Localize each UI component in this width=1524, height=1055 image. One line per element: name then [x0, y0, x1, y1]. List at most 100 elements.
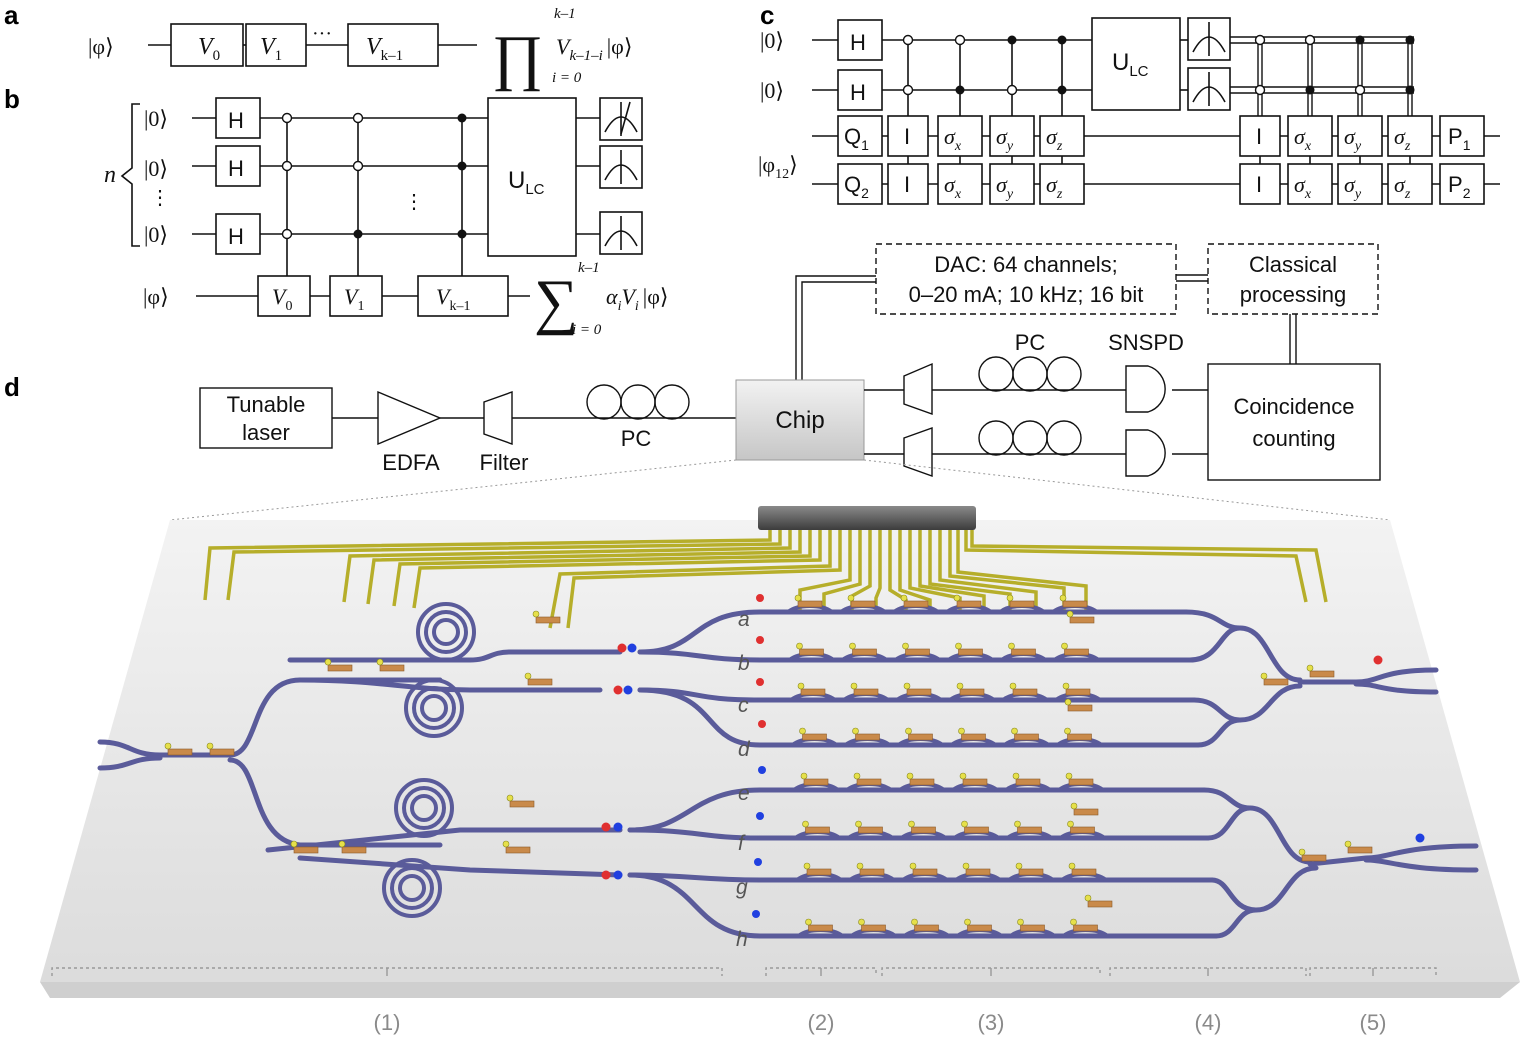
panel-label-c: c: [760, 0, 774, 30]
snspd-label: SNSPD: [1108, 330, 1184, 355]
panel-b-measurement-1: [599, 145, 643, 189]
heater-pad: [206, 742, 214, 750]
heater-pad: [1067, 820, 1074, 828]
heater-element: [1062, 600, 1088, 608]
heater-pad: [1306, 664, 1314, 672]
heater-element: [293, 846, 319, 854]
panel-b-measurement-2: [599, 211, 643, 255]
heater-element: [1014, 733, 1039, 741]
heater-pad: [964, 918, 971, 926]
heater-pad: [1064, 698, 1072, 706]
heater-pad: [900, 594, 908, 602]
spiral-delay-lines: [382, 602, 476, 918]
panel-b-h-label-0: H: [228, 108, 244, 133]
row-markers: [752, 594, 766, 918]
heater-element: [1017, 826, 1042, 834]
panel-b-control-filled: [353, 229, 363, 239]
svg-text:σx: σx: [944, 124, 962, 154]
heater-element: [906, 688, 932, 696]
heater-element: [1073, 808, 1099, 816]
heater-pad: [955, 642, 962, 650]
heater-element: [965, 868, 991, 876]
panel-b-h-gate-1: [215, 145, 261, 187]
panel-c-q-label-1: Q1: [844, 124, 869, 153]
heater-pad: [532, 610, 540, 618]
panel-label-d: d: [4, 372, 20, 402]
panel-b-sum-term: αiVi|φ⟩: [606, 284, 668, 314]
heater-element: [327, 664, 353, 672]
heater-pad: [953, 594, 961, 602]
panel-a-product-lower: i = 0: [552, 70, 582, 86]
section-label-5: (5): [1360, 1010, 1387, 1035]
heater-pad: [908, 820, 915, 828]
panel-c-q-gate-1: [837, 115, 883, 157]
heater-element: [962, 778, 988, 786]
heater-pad: [1066, 610, 1074, 618]
classical-processing-box: [1207, 243, 1379, 315]
heater-element: [167, 748, 193, 756]
panel-a-product-term: Vk–1–i|φ⟩: [556, 34, 632, 64]
heater-element: [967, 924, 992, 932]
heater-pad: [1065, 772, 1073, 780]
output-pc-icon-top: [978, 356, 1082, 392]
panel-c-op-row-2: I σx σy σz: [887, 163, 1085, 205]
panel-b-brace: [120, 103, 140, 247]
row-label-f: f: [738, 832, 746, 855]
heater-element: [1068, 778, 1094, 786]
heater-element: [1309, 670, 1335, 678]
panel-b-h-gate-0: [215, 97, 261, 139]
panel-c-op-row-1: I σx σy σz: [887, 115, 1085, 157]
panel-c-input-0: |0⟩: [760, 28, 784, 53]
heater-pad: [164, 742, 172, 750]
heater-pad: [800, 772, 808, 780]
panel-b-input-2: |0⟩: [144, 222, 168, 247]
panel-b-target-input: |φ⟩: [143, 284, 169, 309]
panel-label-a: a: [4, 0, 19, 30]
svg-text:I: I: [1256, 124, 1262, 149]
svg-text:σz: σz: [1046, 124, 1063, 154]
heater-pad: [1059, 594, 1067, 602]
heater-element: [509, 800, 535, 808]
heater-element: [1012, 688, 1038, 696]
heater-element: [1071, 868, 1097, 876]
snspd-detector-icon-bottom: [1125, 429, 1166, 477]
section-label-3: (3): [978, 1010, 1005, 1035]
heater-element: [914, 924, 939, 932]
heater-element: [956, 600, 982, 608]
heater-element: [1020, 924, 1045, 932]
svg-text:P1: P1: [1448, 124, 1471, 153]
panel-b-measurement-0: [599, 97, 643, 141]
filter-icon: [483, 391, 513, 445]
row-label-e: e: [738, 782, 750, 805]
panel-b-sum-lower: i = 0: [572, 322, 602, 338]
heater-element: [1018, 868, 1044, 876]
panel-c-op-row-4: I σx σy σz P2: [1239, 163, 1485, 205]
panel-a-product-symbol: ∏: [492, 24, 543, 92]
output-marker-blue: [1415, 833, 1425, 843]
heater-pad: [853, 772, 861, 780]
panel-a-gate-vk: [347, 23, 439, 67]
heater-pad: [958, 727, 965, 735]
tunable-laser-box: [199, 387, 333, 449]
heater-pad: [962, 862, 970, 870]
heater-element: [1263, 678, 1289, 686]
heater-pad: [1009, 682, 1017, 690]
heater-element: [802, 733, 827, 741]
chip-board: [40, 520, 1520, 982]
panel-b-sum-symbol: ∑: [534, 268, 578, 336]
panel-b-control-filled: [457, 113, 467, 123]
heater-pad: [1068, 862, 1076, 870]
pc-top-label: PC: [1015, 330, 1046, 355]
panel-c-ulc-label: ULC: [1112, 49, 1149, 80]
heater-element: [1064, 648, 1089, 656]
row-label-g: g: [736, 876, 748, 899]
heater-element: [908, 733, 933, 741]
panel-c-h-label-0: H: [850, 30, 866, 55]
heater-pad: [524, 672, 532, 680]
photon-source-dots: [601, 643, 637, 880]
heater-element: [1070, 826, 1095, 834]
snspd-detector-icon-top: [1125, 365, 1166, 413]
panel-b-mid-dots: ⋮: [404, 191, 424, 213]
panel-c-h-label-1: H: [850, 80, 866, 105]
heater-pad: [1260, 672, 1268, 680]
